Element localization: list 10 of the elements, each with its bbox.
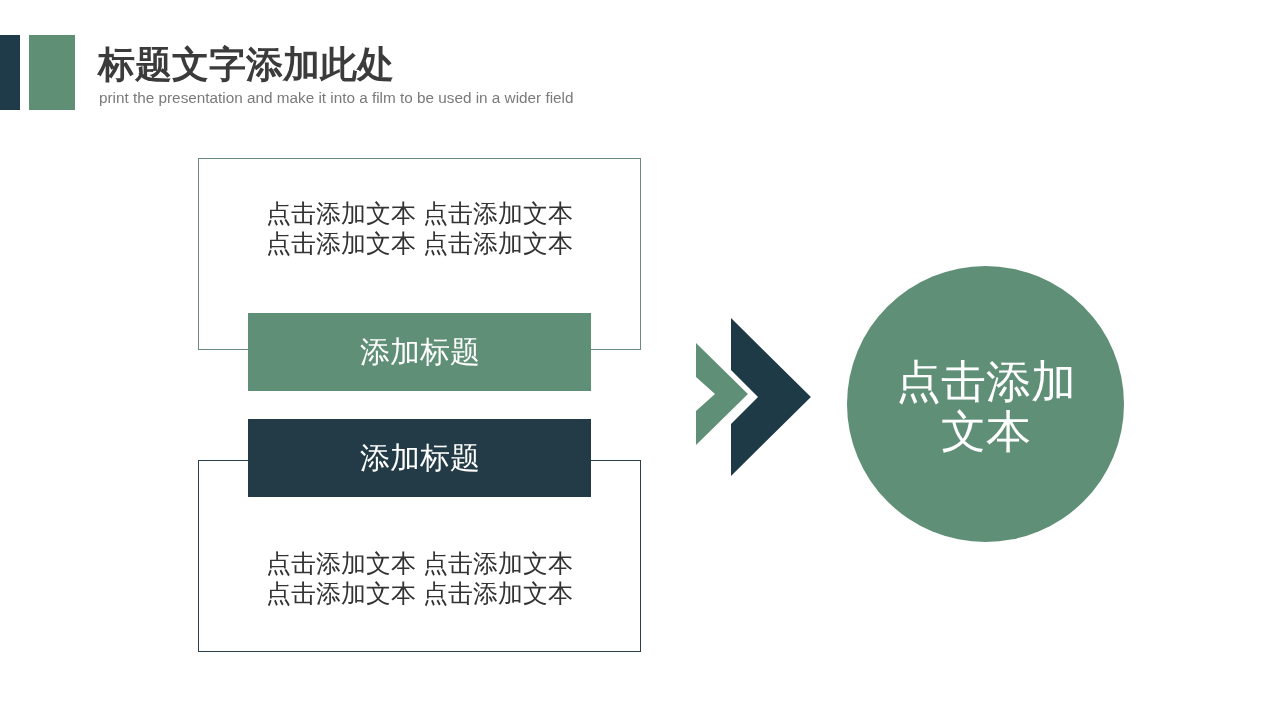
heading-text: 添加标题	[359, 440, 480, 476]
title: 标题文字添加此处	[98, 43, 394, 86]
circle-text: 点击添加文本	[894, 357, 1077, 457]
heading-bar	[248, 419, 591, 497]
body-text: 点击添加文本 点击添加文本点击添加文本 点击添加文本	[264, 549, 575, 609]
heading-bar	[248, 313, 591, 391]
subtitle: print the presentation and make it into a film to be used in a wider field	[99, 88, 574, 107]
body-text: 点击添加文本 点击添加文本点击添加文本 点击添加文本	[264, 199, 575, 259]
heading-text: 添加标题	[359, 334, 480, 370]
double-chevron-arrow	[696, 318, 811, 476]
